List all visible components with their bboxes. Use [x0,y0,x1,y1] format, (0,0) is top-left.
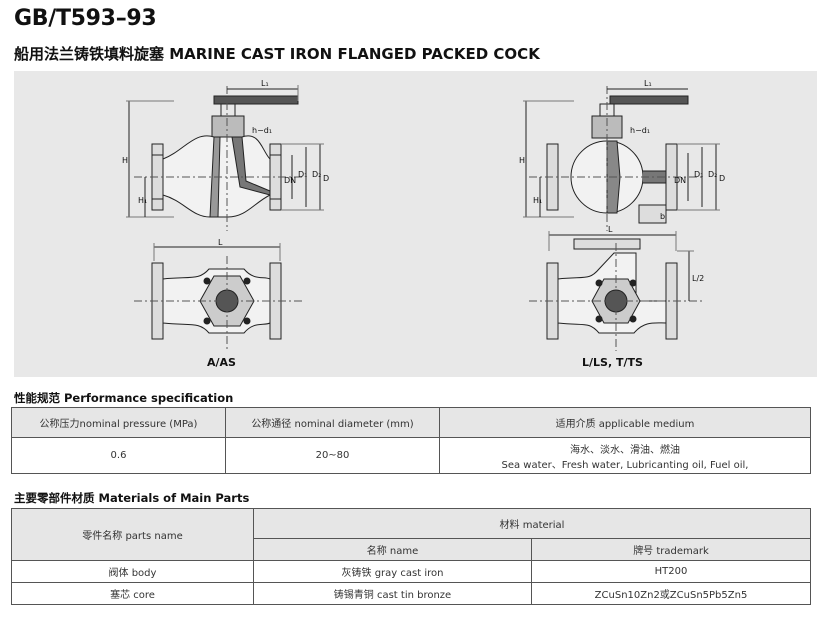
right-handle-lever [609,95,689,105]
left-dim-H: H [122,156,128,165]
right-dim-DN: DN [674,176,686,185]
cell-trademark: ZCuSn10Zn2或ZCuSn5Pb5Zn5 [531,582,811,605]
left-dim-D1: D₁ [298,170,307,179]
right-dim-L2: L/2 [692,274,704,283]
page-title: GB/T593–93 [14,6,157,31]
left-plan-view [134,243,304,351]
cell-medium: 海水、淡水、滑油、燃油 Sea water、Fresh water, Lubri… [439,437,811,474]
table-row: 阀体 body 灰铸铁 gray cast iron HT200 [11,560,811,583]
right-plan-view [529,231,704,351]
right-dim-D1: D₁ [694,170,703,179]
performance-section-title: 性能规范 Performance specification [14,391,234,405]
right-dim-D: D [719,174,725,183]
left-dim-D: D [323,174,329,183]
performance-header-row: 公称压力nominal pressure (MPa) 公称通径 nominal … [11,407,811,438]
medium-cn: 海水、淡水、滑油、燃油 [570,444,680,456]
right-dim-D2: D₂ [708,170,717,179]
left-elevation-view [126,85,324,231]
performance-data-row: 0.6 20~80 海水、淡水、滑油、燃油 Sea water、Fresh wa… [11,437,811,474]
left-dim-D2: D₂ [312,170,321,179]
header-nominal-diameter: 公称通径 nominal diameter (mm) [225,407,440,438]
materials-section-title: 主要零部件材质 Materials of Main Parts [14,491,250,505]
materials-header-row-1: 零件名称 parts name 材料 material [11,508,811,561]
technical-drawing-panel: L₁ H H₁ h−d₁ DN D₁ D₂ D L L₁ H H₁ h−d₁ D… [14,71,817,377]
left-dim-H1: H₁ [138,196,147,205]
page-subtitle: 船用法兰铸铁填料旋塞 MARINE CAST IRON FLANGED PACK… [14,45,540,63]
left-dim-hd1: h−d₁ [252,126,272,135]
header-material: 材料 material [253,508,811,539]
header-nominal-pressure: 公称压力nominal pressure (MPa) [11,407,226,438]
right-dim-hd1: h−d₁ [630,126,650,135]
medium-en: Sea water、Fresh water, Lubricanting oil,… [501,459,749,471]
performance-table: 公称压力nominal pressure (MPa) 公称通径 nominal … [11,407,811,474]
cell-part: 塞芯 core [11,582,254,605]
header-trademark: 牌号 trademark [531,538,811,561]
right-elevation-view [523,86,720,231]
header-material-name: 名称 name [253,538,532,561]
cock-drawings-svg: L₁ H H₁ h−d₁ DN D₁ D₂ D L L₁ H H₁ h−d₁ D… [122,79,725,351]
header-part-name: 零件名称 parts name [11,508,254,561]
left-dim-L1: L₁ [261,79,269,88]
cell-material-name: 灰铸铁 gray cast iron [253,560,532,583]
header-applicable-medium: 适用介质 applicable medium [439,407,811,438]
right-drawing-caption: L/LS, T/TS [582,356,643,369]
left-dim-L: L [218,238,223,247]
left-drawing-caption: A/AS [207,356,236,369]
left-dim-DN: DN [284,176,296,185]
cell-material-name: 铸锡青铜 cast tin bronze [253,582,532,605]
right-dim-H1: H₁ [533,196,542,205]
right-dim-b: b [660,212,665,221]
table-row: 塞芯 core 铸锡青铜 cast tin bronze ZCuSn10Zn2或… [11,582,811,605]
right-dim-H: H [519,156,525,165]
cell-diameter: 20~80 [225,437,440,474]
cell-pressure: 0.6 [11,437,226,474]
right-dim-L: L [608,225,613,234]
right-dim-L1: L₁ [644,79,652,88]
cell-trademark: HT200 [531,560,811,583]
cell-part: 阀体 body [11,560,254,583]
materials-table: 零件名称 parts name 材料 material 名称 name 牌号 t… [11,508,811,605]
